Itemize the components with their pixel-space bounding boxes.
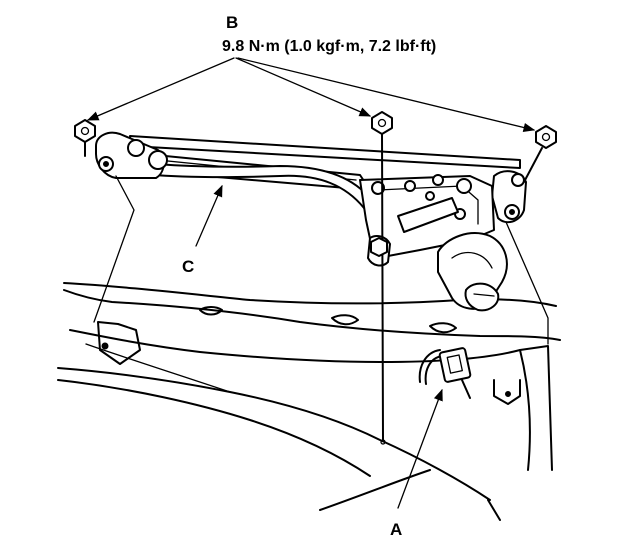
mounting-bolt-left (74, 119, 96, 157)
wiper-linkage (95, 131, 527, 312)
mounting-bolt-center (371, 111, 393, 445)
callout-arrows (86, 57, 536, 509)
cowl-panel (57, 282, 561, 521)
guide-lines (93, 175, 549, 345)
connector-callout-label: A (390, 520, 402, 539)
linkage-callout-label: C (182, 257, 194, 276)
motor-connector (418, 347, 472, 399)
mounting-bolt-right (523, 125, 557, 183)
mounting-bolt-lower (370, 237, 388, 257)
bolt-callout-label: B (226, 13, 238, 32)
torque-spec-label: 9.8 N·m (1.0 kgf·m, 7.2 lbf·ft) (222, 38, 436, 55)
